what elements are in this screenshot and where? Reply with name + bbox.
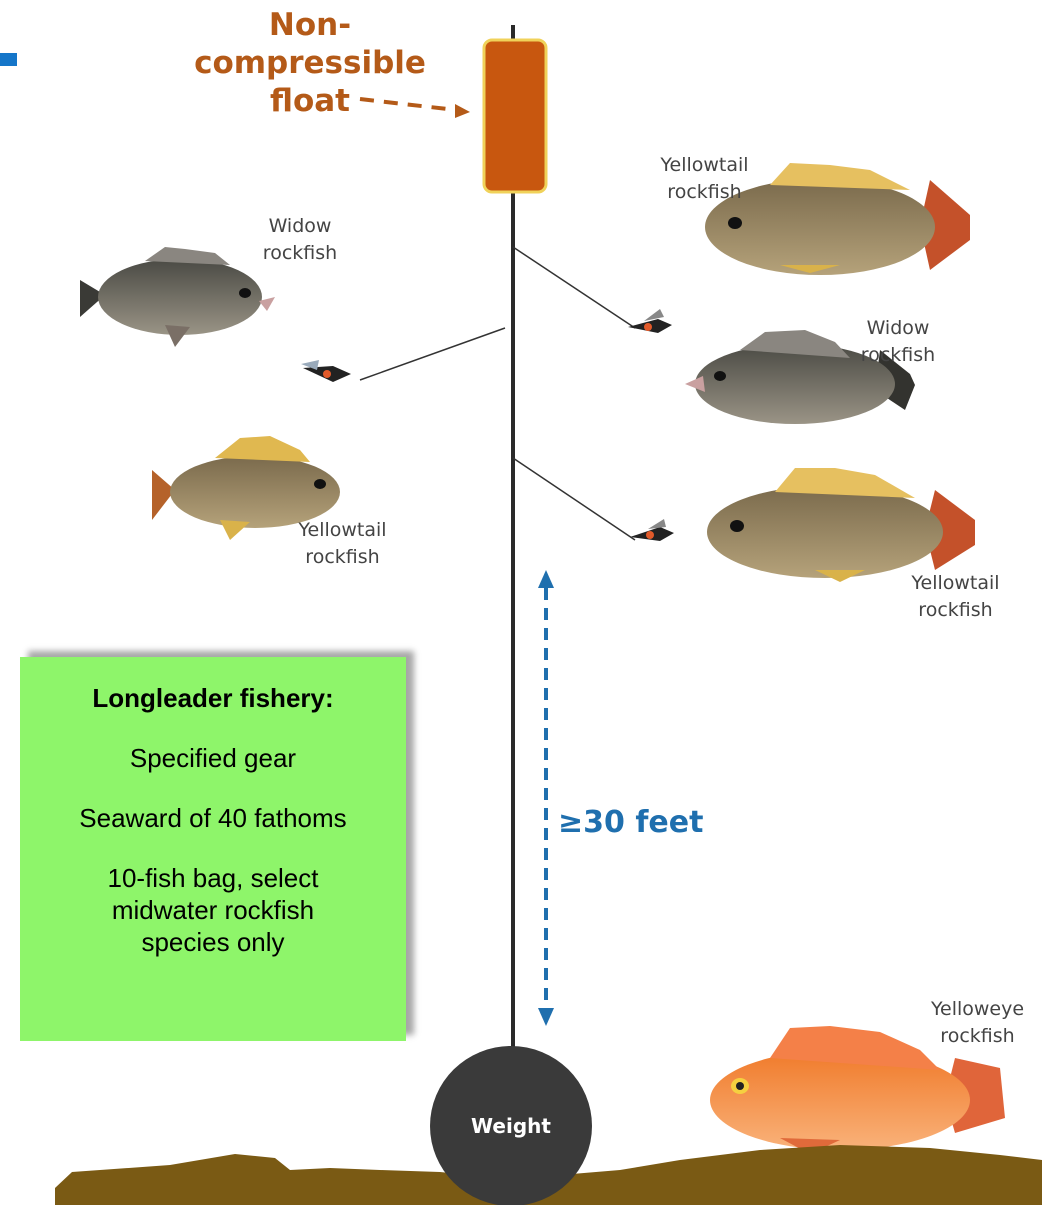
- yelloweye-label: Yelloweye rockfish: [915, 996, 1040, 1050]
- leader-line-2: [360, 328, 505, 380]
- fly-lure-1: [628, 309, 672, 333]
- leader-line-1: [513, 247, 635, 328]
- info-box-title: Longleader fishery:: [20, 683, 406, 714]
- fly-lure-3: [630, 519, 674, 541]
- fly-lure-2: [301, 360, 351, 382]
- leader-line-3: [513, 458, 635, 540]
- info-item-gear: Specified gear: [20, 742, 406, 774]
- float-label: Non- compressible float: [180, 6, 440, 120]
- depth-label: ≥30 feet: [558, 805, 703, 840]
- longleader-info-box: Longleader fishery: Specified gear Seawa…: [20, 657, 406, 1041]
- yellowtail-rockfish-bottom-right: [707, 468, 975, 582]
- widow-right-label: Widow rockfish: [838, 315, 958, 369]
- yellowtail-top-right-label: Yellowtail rockfish: [642, 152, 767, 206]
- info-item-bag-line1: 10-fish bag, select: [20, 862, 406, 894]
- info-item-depth: Seaward of 40 fathoms: [20, 802, 406, 834]
- yellowtail-bottom-right-label: Yellowtail rockfish: [893, 570, 1018, 624]
- weight-label: Weight: [466, 1114, 556, 1138]
- info-item-bag-line3: species only: [20, 926, 406, 958]
- widow-left-label: Widow rockfish: [240, 213, 360, 267]
- info-item-bag-line2: midwater rockfish: [20, 894, 406, 926]
- depth-arrow: [538, 570, 554, 1026]
- yellowtail-left-label: Yellowtail rockfish: [280, 517, 405, 571]
- float: [484, 40, 546, 192]
